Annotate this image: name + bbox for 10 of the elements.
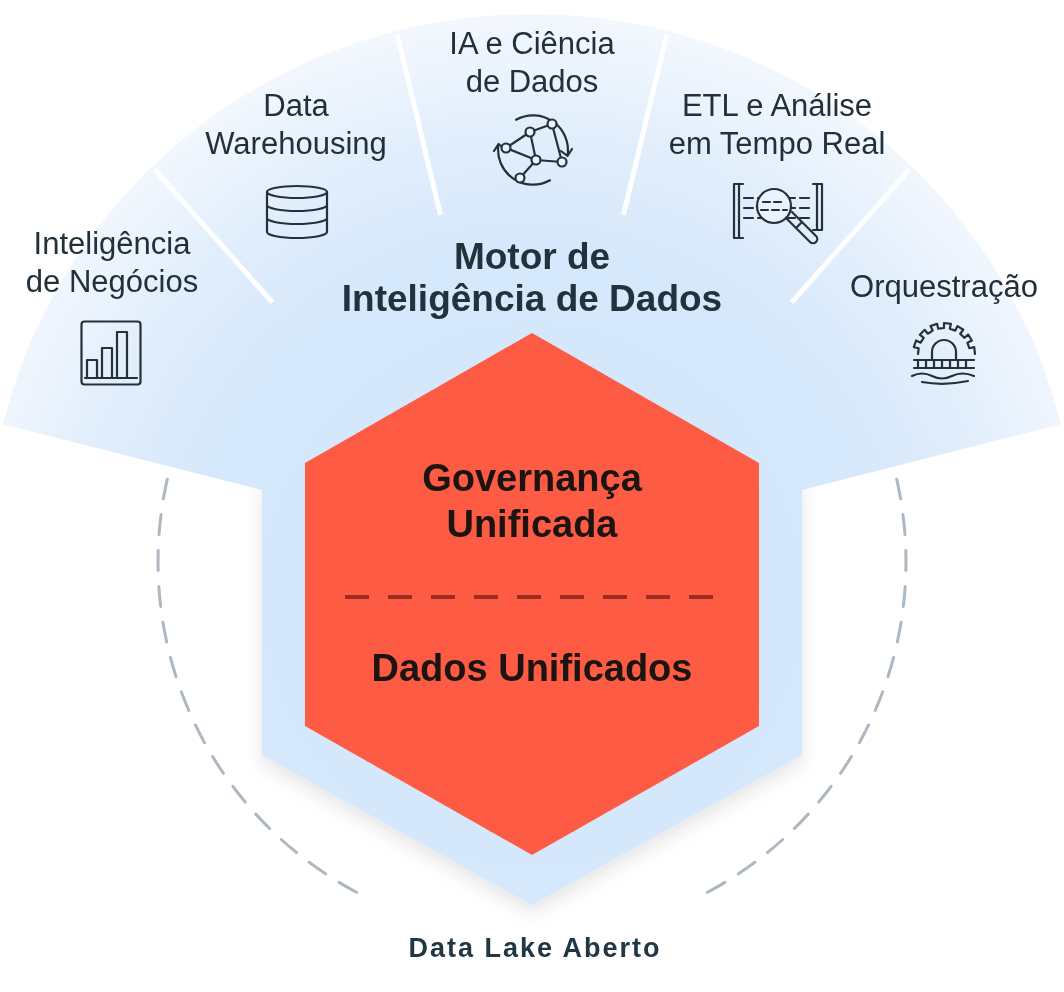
segment-label: Inteligência de Negócios xyxy=(25,225,199,301)
circle-label: Data Lake Aberto xyxy=(408,932,662,964)
hexagon-label: Governança Unificada xyxy=(422,456,642,547)
segment-label: ETL e Análise em Tempo Real xyxy=(668,87,886,163)
segment-label: IA e Ciência de Dados xyxy=(449,25,615,101)
engine-title: Motor de Inteligência de Dados xyxy=(341,236,723,320)
hexagon-label: Dados Unificados xyxy=(371,646,693,691)
segment-label: Orquestração xyxy=(850,268,1038,306)
hexagon xyxy=(305,333,759,855)
segment-label: Data Warehousing xyxy=(205,87,387,163)
